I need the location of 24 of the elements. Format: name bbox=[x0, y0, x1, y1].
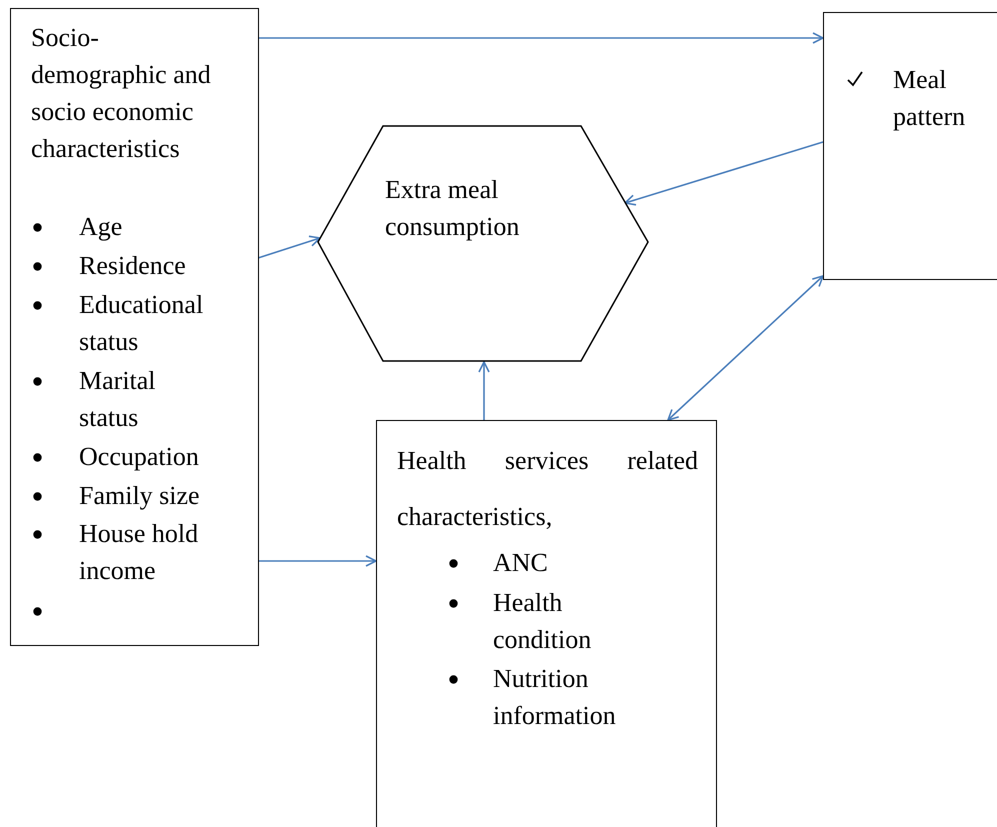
list-item: Family size bbox=[79, 480, 201, 512]
list-item: Occupation bbox=[79, 441, 200, 473]
list-item: Marital status bbox=[79, 365, 157, 434]
arrow bbox=[258, 555, 377, 567]
text-box bbox=[10, 8, 259, 646]
arrow bbox=[478, 361, 490, 420]
hexagon-shape bbox=[317, 125, 649, 362]
arrow bbox=[624, 141, 824, 206]
arrow bbox=[667, 275, 824, 421]
text-box bbox=[376, 420, 717, 827]
list-item: Age bbox=[79, 211, 124, 243]
list-item: ANC bbox=[493, 547, 549, 579]
arrow bbox=[258, 32, 824, 44]
arrow bbox=[258, 236, 321, 259]
list-item: House hold income bbox=[79, 518, 200, 587]
node-label: Meal pattern bbox=[893, 64, 966, 133]
list-item: Nutrition information bbox=[493, 663, 617, 732]
node-label: Extra meal consumption bbox=[385, 174, 520, 243]
heading-text: Socio-demographic and socio economic characteristics bbox=[31, 22, 212, 165]
text-box bbox=[823, 12, 997, 280]
list-item: Residence bbox=[79, 250, 187, 282]
list-item: Educational status bbox=[79, 289, 204, 358]
list-item: Health condition bbox=[493, 587, 592, 656]
heading-text: Health services related characteristics, bbox=[397, 445, 698, 533]
